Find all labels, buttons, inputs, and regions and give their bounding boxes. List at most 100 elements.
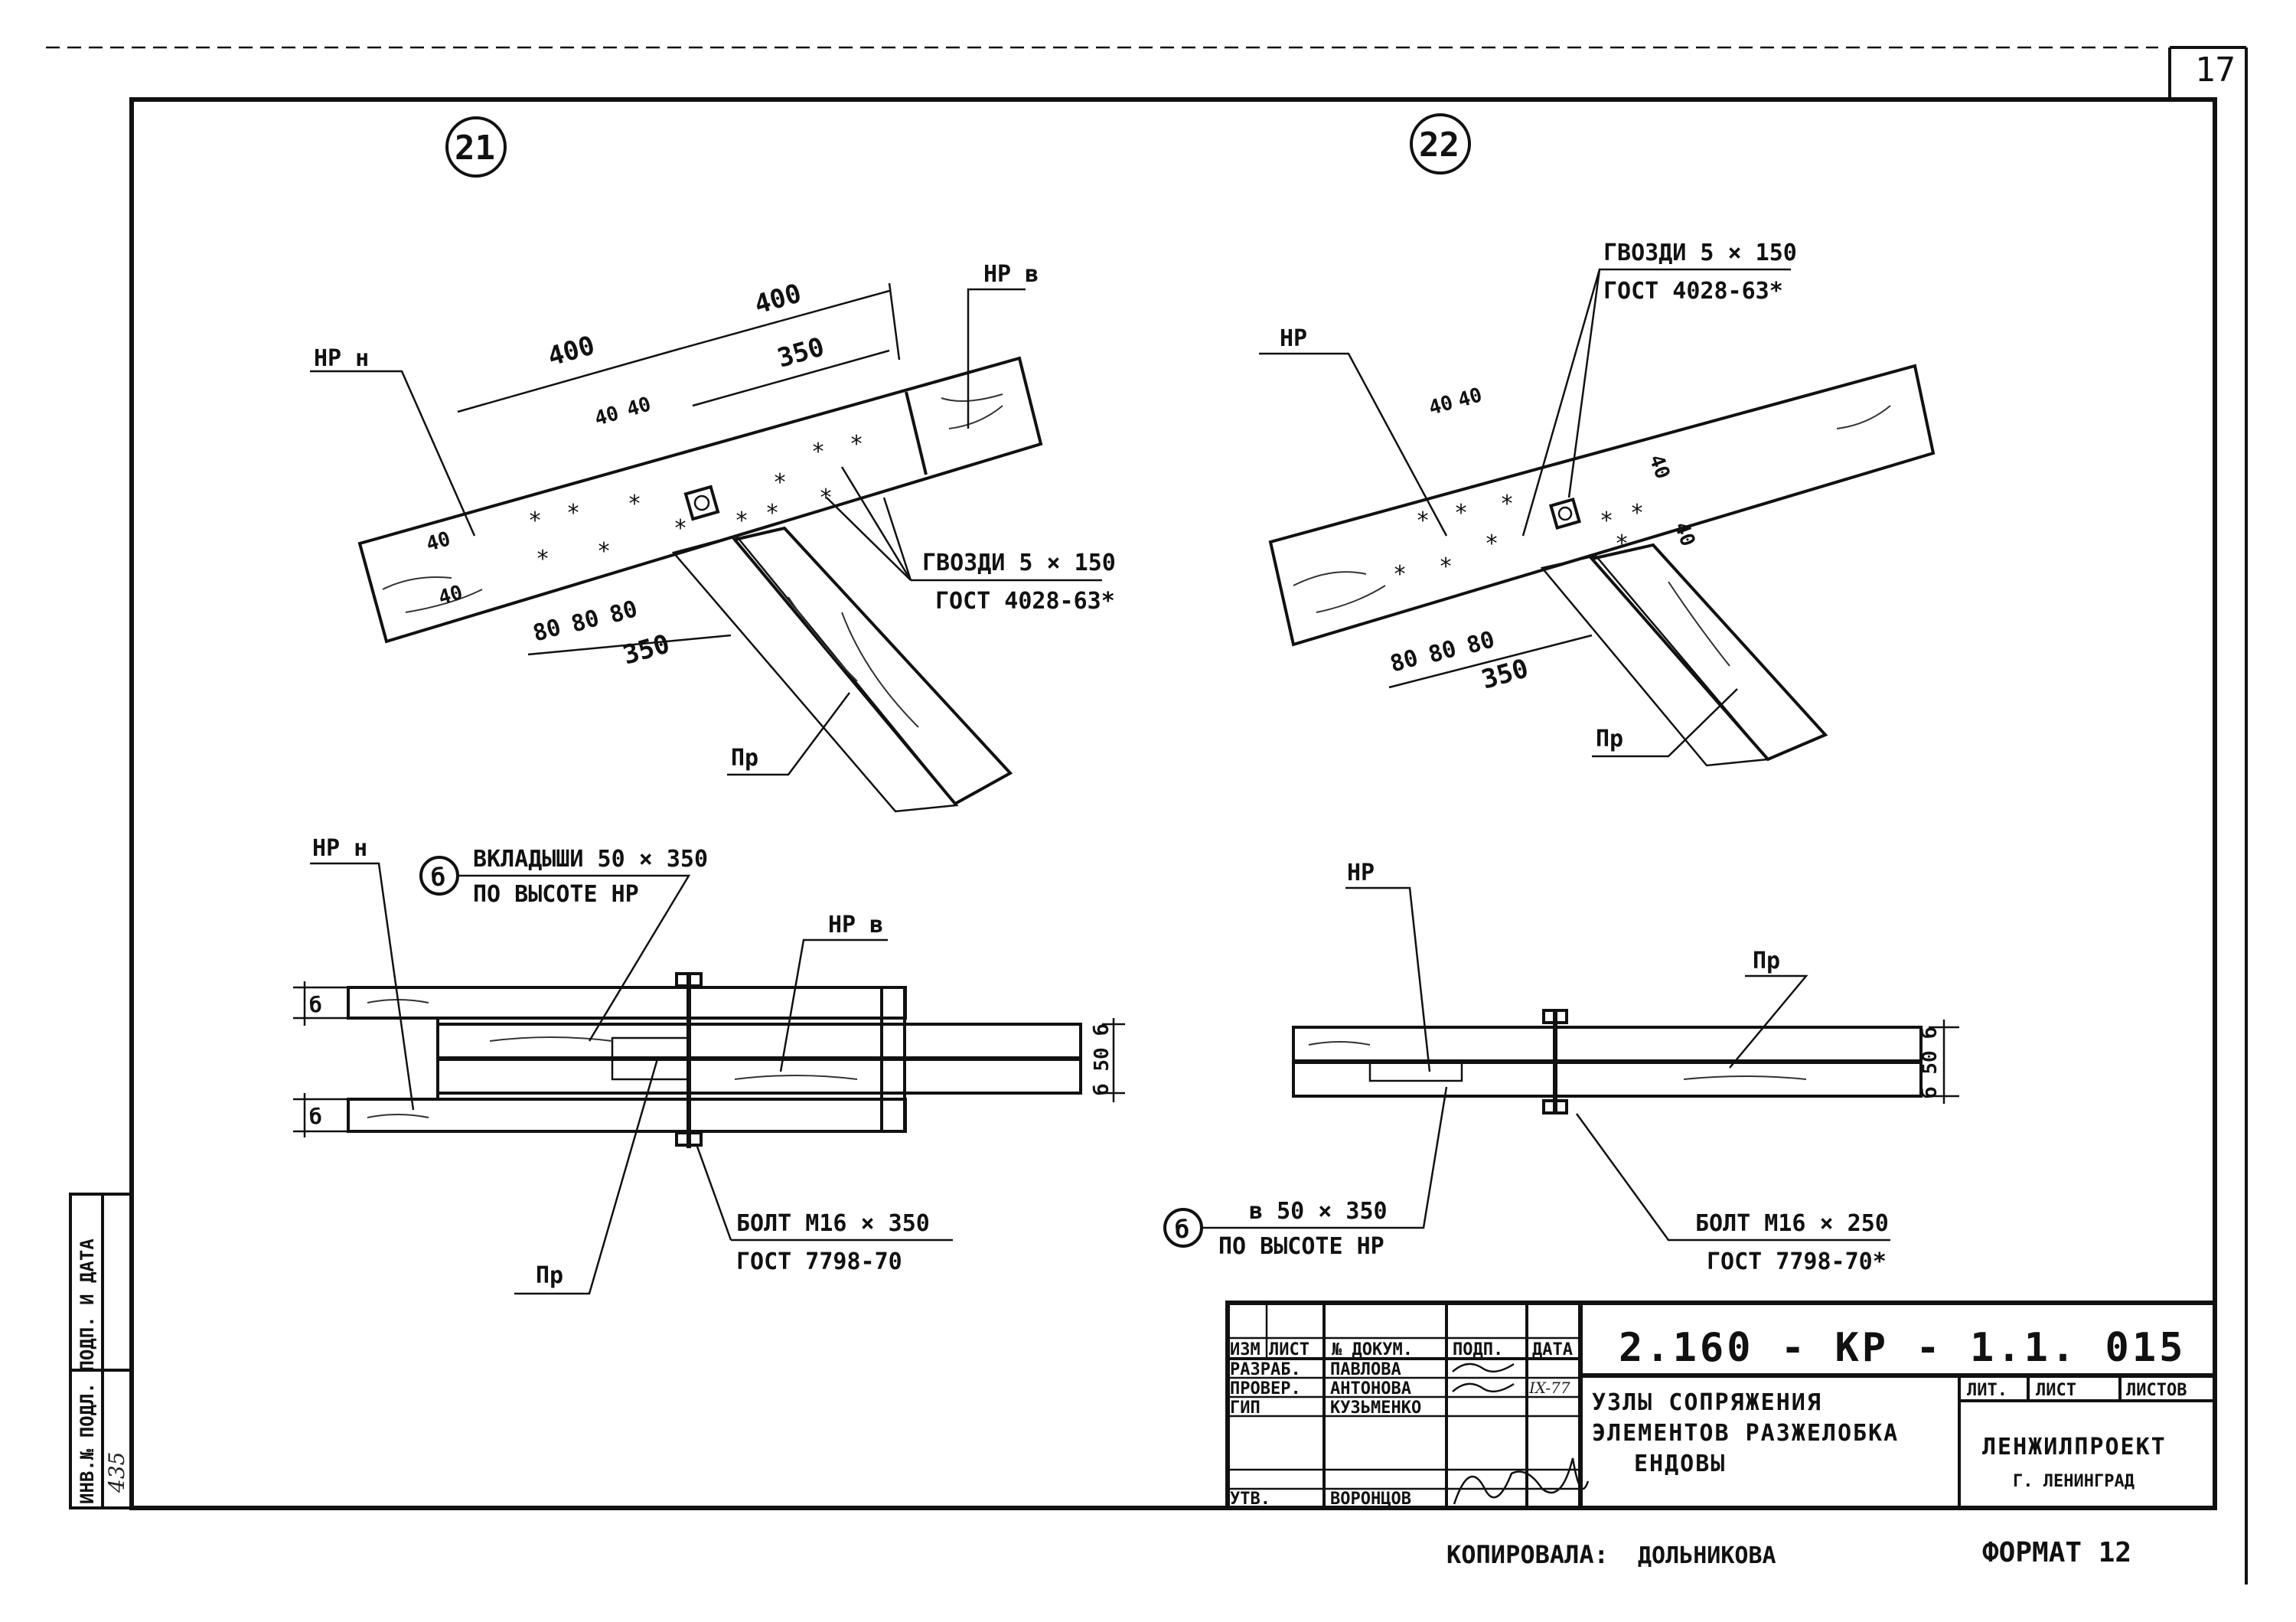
dim-40b: 40 [625,393,654,421]
row-role-2: ГИП [1230,1398,1261,1418]
label-pr: Пр [536,1262,563,1289]
svg-text:*: * [1630,500,1644,527]
insert-line1: ВКЛАДЫШИ 50 × 350 [473,846,708,873]
svg-text:*: * [1393,561,1407,588]
rafter-pr [732,526,1013,806]
row-name-0: ПАВЛОВА [1330,1360,1401,1379]
col-header-sign: ПОДП. [1453,1340,1503,1359]
bolt-nut-bottom [675,1131,703,1147]
section-marker-text: б [1175,1215,1189,1244]
dim-right: б 50 б [1919,1026,1942,1098]
node-21-plan: *** *** *** *** 400 400 350 40 40 40 40 … [310,261,1116,813]
insert-line2: ПО ВЫСОТЕ НР [473,881,639,908]
row-role-4: УТВ. [1230,1490,1270,1509]
bottom-350: 350 [619,628,673,671]
side-stamp-number: 435 [104,1452,129,1493]
board-top [347,986,907,1020]
leader-nr [1345,886,1431,1072]
bolt-head [693,494,710,511]
side-stamp: ИНВ.№ ПОДЛ. ПОДП. И ДАТА 435 [69,1193,133,1509]
bolt-line1: БОЛТ М16 × 250 [1695,1210,1889,1237]
bolt-head [1557,506,1573,521]
svg-text:*: * [1454,500,1468,527]
col-header-izm: ИЗМ [1230,1340,1261,1359]
rafter-pr-outline [671,534,959,813]
side-40a: 40 [424,527,453,556]
col-header-list: ЛИСТ [1269,1340,1309,1359]
node-marker-21-text: 21 [455,129,495,168]
title-line1: УЗЛЫ СОПРЯЖЕНИЯ [1592,1389,1822,1416]
board-upper [1292,1026,1923,1062]
section-marker-text: б [431,863,445,892]
dim-ext-right [888,282,901,361]
label-pr: Пр [1596,726,1623,752]
node-marker-22 [1410,113,1471,175]
side-40b: 40 [436,581,465,609]
insert-line2: ПО ВЫСОТЕ НР [1218,1233,1384,1260]
rafter-pr [1589,543,1828,762]
insert-block [1368,1059,1463,1082]
svg-text:*: * [566,500,580,527]
page-number: 17 [2195,51,2236,90]
leader-pr [1729,974,1808,1069]
bolt-nut-bottom [1542,1099,1568,1115]
dim-line-350-bottom [527,634,732,656]
lit-header-list: ЛИСТ [2036,1381,2076,1400]
signature-prover [1452,1382,1515,1393]
section-marker [419,856,459,896]
bolt-line2: ГОСТ 7798-70 [736,1248,902,1275]
title-block: ИЗМ ЛИСТ № ДОКУМ. ПОДП. ДАТА РАЗРАБ. ПАВ… [1225,1301,2217,1510]
wood-grain [1293,405,1891,667]
svg-text:*: * [765,500,779,527]
label-nrv: НР в [828,912,883,938]
svg-text:*: * [536,546,550,573]
dim-right: б 50 б [1091,1023,1114,1095]
svg-text:*: * [819,485,833,511]
label-nr: НР [1280,325,1307,352]
bolt-nut-top [675,972,703,987]
svg-text:*: * [735,507,748,534]
right-40a: 40 [1644,452,1674,482]
bottom-80a: 80 [1388,645,1421,678]
dim-40a: 40 [592,402,621,430]
nails-line1: ГВОЗДИ 5 × 150 [1603,240,1797,266]
leader-nrv [779,938,888,1072]
format-label: ФОРМАТ 12 [1982,1537,2131,1568]
svg-text:*: * [1600,507,1613,534]
dim-line-400b [673,289,890,352]
leader-nrn [310,862,415,1111]
svg-text:*: * [811,439,825,465]
bolt-washer [1548,497,1582,530]
nail-marks: *** *** *** [1393,491,1644,588]
org-line2: Г. ЛЕНИНГРАД [2013,1472,2135,1491]
dim-350-top: 350 [774,331,827,374]
svg-text:*: * [1500,491,1514,517]
dim-line-350-top [692,349,890,407]
dim-40a: 40 [1427,391,1456,419]
title-line2: ЭЛЕМЕНТОВ РАЗЖЕЛОБКА [1592,1420,1899,1447]
svg-text:*: * [528,507,542,534]
wood-grain [1308,1041,1807,1080]
insert-line1: в 50 × 350 [1249,1198,1388,1225]
dim-400b: 400 [751,278,804,320]
row-role-0: РАЗРАБ. [1230,1360,1301,1379]
leader-nr [1259,352,1448,537]
leader-pr [727,692,851,776]
dim-40b: 40 [1456,383,1485,412]
svg-text:*: * [673,515,687,542]
copied-label: КОПИРОВАЛА: [1446,1540,1609,1569]
leader-pr [1592,688,1738,758]
nails-leader [1521,268,1791,537]
label-pr: Пр [1753,948,1780,974]
bottom-80b: 80 [569,605,602,638]
bolt-leader [1575,1113,1890,1242]
insert-leader [1203,1086,1448,1229]
dim-line-350-bottom [1388,634,1593,689]
label-pr: Пр [731,745,758,772]
board-joint-line [905,391,928,475]
node-marker-21 [445,116,507,178]
board-bottom [347,1098,907,1133]
bottom-80b: 80 [1426,635,1459,669]
nails-line2: ГОСТ 4028-63* [935,588,1115,615]
node-22-section: б 50 б НР Пр б в 50 × 350 ПО ВЫСОТЕ НР Б… [1163,860,1959,1275]
